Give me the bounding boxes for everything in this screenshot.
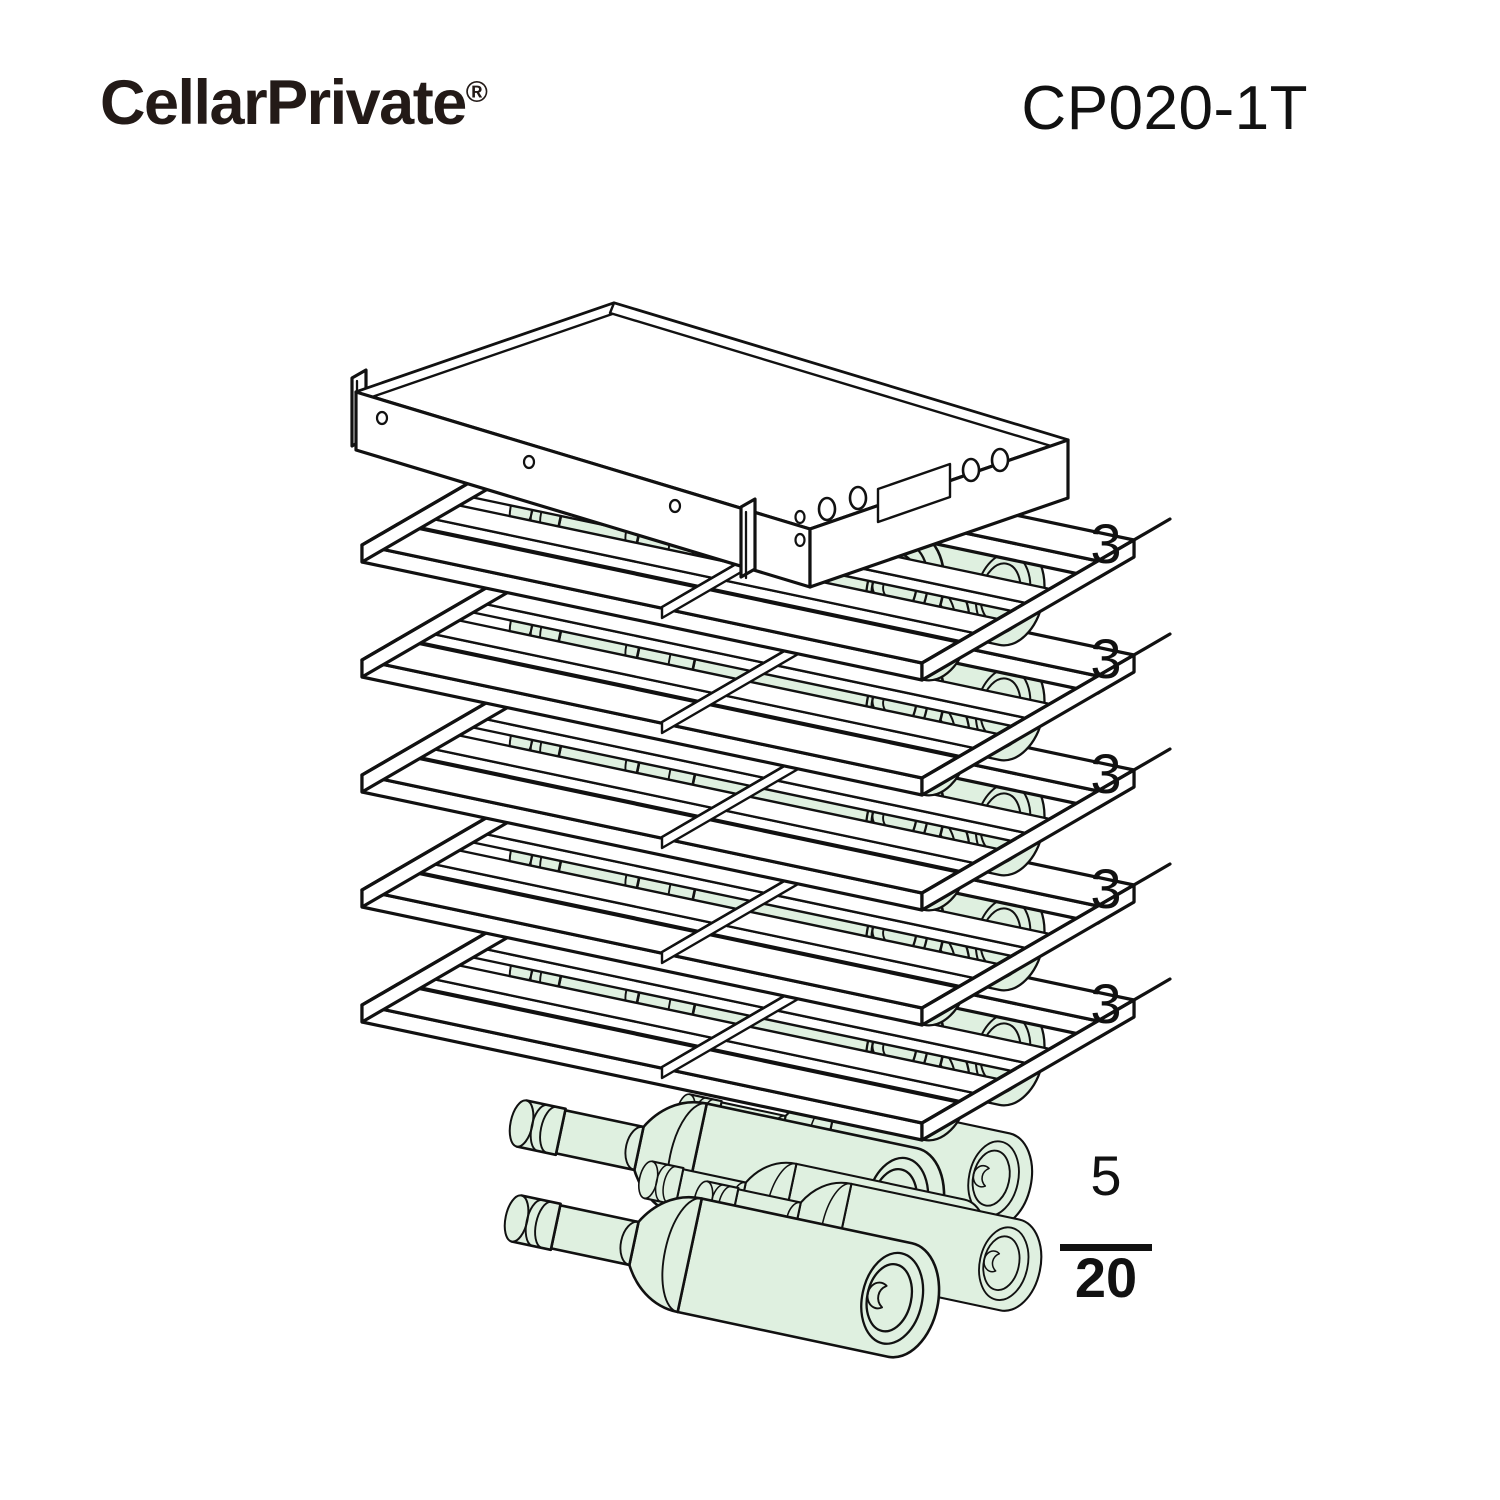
shelf-level-1 [360,399,1172,689]
shelf-capacity-label-4: 3 [1090,857,1122,920]
shelf-capacity-label-5: 3 [1090,972,1122,1035]
bottle-row-2 [497,563,1055,804]
shelf-capacity-label-2: 3 [1090,627,1122,690]
display-icon [876,462,952,524]
bin-capacity-label: 5 [1090,1144,1122,1207]
total-divider-rule [1060,1244,1152,1251]
shelf-level-4 [360,744,1172,1034]
button-3-icon [961,457,981,483]
shelf-level-5 [360,859,1172,1149]
registered-trademark-icon: ® [465,76,488,109]
brand-name: CellarPrivate [100,68,467,138]
button-1-icon [817,496,837,522]
cooling-unit [350,301,1070,589]
bottle-row-4 [497,793,1055,1034]
brand-logo: CellarPrivate® [100,72,488,135]
button-4-icon [990,447,1010,473]
model-number: CP020-1T [1021,74,1308,143]
bottom-bin-group [492,1063,1051,1366]
shelf-capacity-label-1: 3 [1090,512,1122,575]
bottle-row-1 [497,448,1055,689]
bottle-row-3 [497,678,1055,919]
led-1-icon [794,509,806,525]
shelf-level-3 [360,629,1172,919]
cooling-unit-control-panel [794,447,1010,548]
shelf-level-2 [360,514,1172,804]
shelf-capacity-label-3: 3 [1090,742,1122,805]
button-2-icon [848,485,868,511]
bottle-row-5 [497,908,1055,1149]
led-2-icon [794,532,806,548]
total-capacity-label: 20 [1074,1246,1138,1309]
